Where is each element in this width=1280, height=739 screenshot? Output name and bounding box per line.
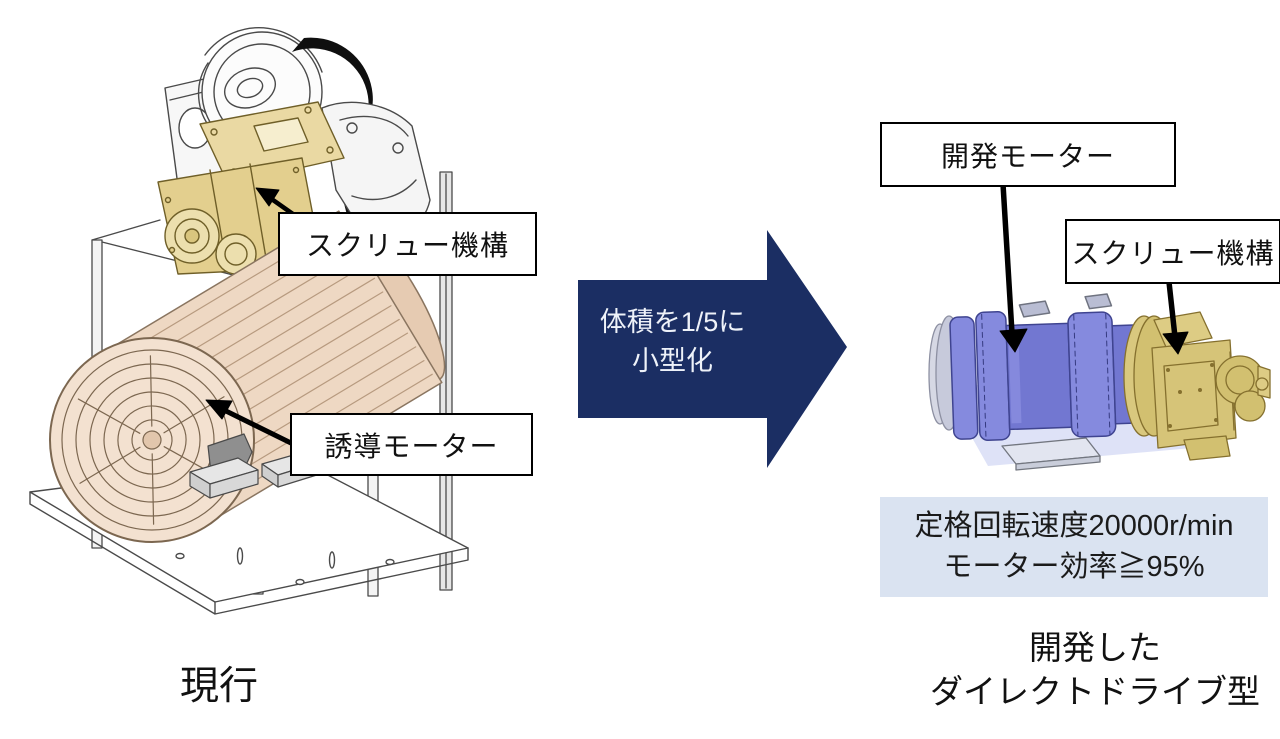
spec-line1: 定格回転速度20000r/min <box>914 510 1234 543</box>
label-induction-motor: 誘導モーター <box>290 413 533 476</box>
label-screw-mechanism-left: スクリュー機構 <box>278 212 537 276</box>
arrow-caption-line2: 小型化 <box>632 346 713 377</box>
label-text: スクリュー機構 <box>305 230 509 261</box>
spec-box: 定格回転速度20000r/min モーター効率≧95% <box>880 497 1268 597</box>
arrow-caption-line1: 体積を1/5に <box>599 307 746 337</box>
motor-foot <box>1001 437 1101 471</box>
leader-arrow-dev-motor <box>999 181 1028 353</box>
caption-developed-line2: ダイレクトドライブ型 <box>930 672 1260 710</box>
leader-arrow-screw-right <box>1162 279 1189 355</box>
caption-developed: 開発した ダイレクトドライブ型 <box>930 626 1260 713</box>
caption-current: 現行 <box>119 655 319 711</box>
screw-mechanism-right-gold <box>1123 311 1271 461</box>
label-text: 開発モーター <box>940 140 1115 172</box>
motor-blue-body <box>949 293 1161 441</box>
spec-line2: モーター効率≧95% <box>943 551 1205 583</box>
label-screw-mechanism-right: スクリュー機構 <box>1065 219 1280 284</box>
label-text: スクリュー機構 <box>1071 237 1275 269</box>
current-machine-figure <box>29 27 469 615</box>
transform-arrow-caption: 体積を1/5に 小型化 <box>578 303 767 381</box>
leader-arrow-induction <box>205 399 296 447</box>
transform-arrow-shape <box>578 230 847 468</box>
label-text: 誘導モーター <box>324 430 499 462</box>
label-developed-motor: 開発モーター <box>880 122 1176 187</box>
caption-current-text: 現行 <box>179 665 258 708</box>
caption-developed-line1: 開発した <box>1029 629 1161 666</box>
developed-motor-figure <box>928 181 1271 471</box>
